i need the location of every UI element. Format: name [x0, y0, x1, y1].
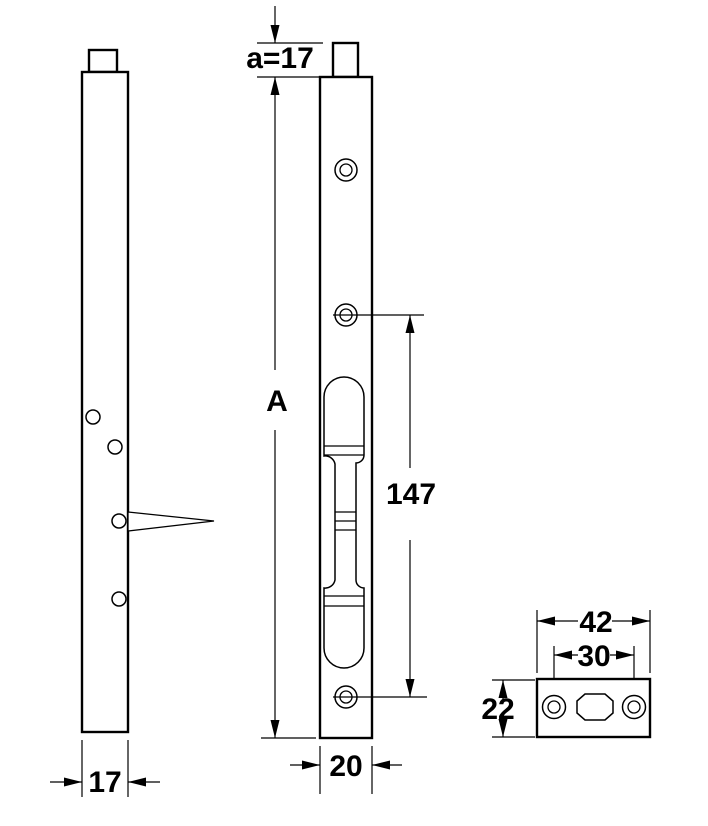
dim-plate-width-label: 42	[579, 606, 612, 639]
dim-front-width-label: 20	[329, 750, 362, 783]
side-hole-1	[85, 409, 101, 425]
dim-bolt-projection-label: a=17	[246, 42, 314, 75]
dim-plate-hole-spacing-label: 30	[577, 640, 610, 673]
dim-front-width: 20	[290, 746, 402, 794]
strike-plate-bolt-slot	[576, 693, 614, 721]
dim-bolt-projection: a=17	[246, 6, 323, 78]
strike-plate-hole-right	[621, 694, 647, 720]
dim-hole-spacing-label: 147	[386, 478, 436, 511]
front-bolt-tip	[331, 41, 360, 79]
front-screw-hole-top	[334, 158, 358, 182]
side-bolt-tip	[87, 48, 119, 74]
dim-plate-width: 42	[536, 606, 651, 673]
strike-plate-hole-right-outer	[621, 694, 647, 720]
side-hole-4	[111, 591, 127, 607]
strike-plate-view: 42 30 22	[481, 606, 652, 739]
dim-plate-height: 22	[481, 679, 535, 738]
dim-side-width: 17	[50, 740, 160, 799]
strike-plate-hole-left	[541, 694, 567, 720]
side-lever-knob-profile	[127, 511, 215, 532]
side-hole-2	[107, 439, 123, 455]
dim-plate-height-label: 22	[481, 693, 514, 726]
front-screw-hole-top-outer	[334, 158, 358, 182]
strike-plate-hole-right-inner	[627, 700, 641, 714]
dim-side-width-label: 17	[88, 766, 121, 799]
front-view: a=17 A 147 20	[246, 6, 436, 794]
front-screw-hole-top-inner	[339, 163, 353, 177]
dim-overall-length: A	[261, 77, 316, 739]
side-body	[80, 70, 130, 734]
strike-plate-hole-left-outer	[541, 694, 567, 720]
dim-hole-spacing: 147	[333, 314, 436, 698]
side-hole-3	[111, 513, 127, 529]
dim-overall-length-label: A	[266, 385, 288, 418]
side-view: 17	[50, 48, 215, 799]
strike-plate-hole-left-inner	[547, 700, 561, 714]
front-lever-slot	[323, 376, 365, 669]
